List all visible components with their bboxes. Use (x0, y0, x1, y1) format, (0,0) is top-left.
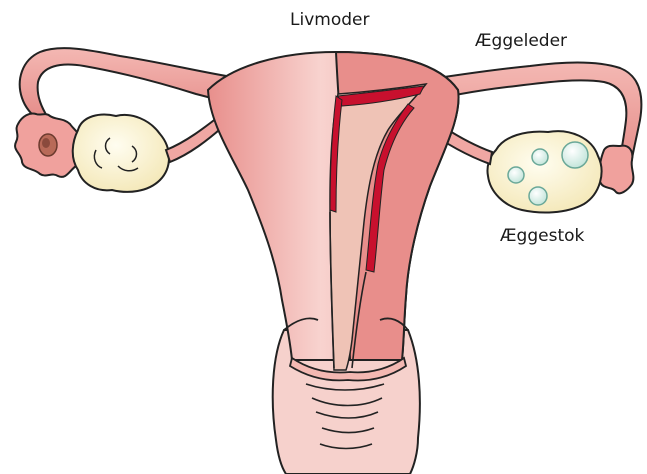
left-egg-core (42, 138, 50, 148)
follicle (562, 142, 588, 168)
left-fallopian-tube (20, 48, 240, 122)
uterus-label: Livmoder (290, 12, 369, 29)
follicle (529, 187, 547, 205)
ovary-label: Æggestok (500, 228, 584, 245)
follicle (532, 149, 548, 165)
follicle (508, 167, 524, 183)
fallopian-tube-label: Æggeleder (475, 33, 567, 50)
left-ovary (73, 115, 169, 192)
right-fimbriae (599, 146, 633, 194)
